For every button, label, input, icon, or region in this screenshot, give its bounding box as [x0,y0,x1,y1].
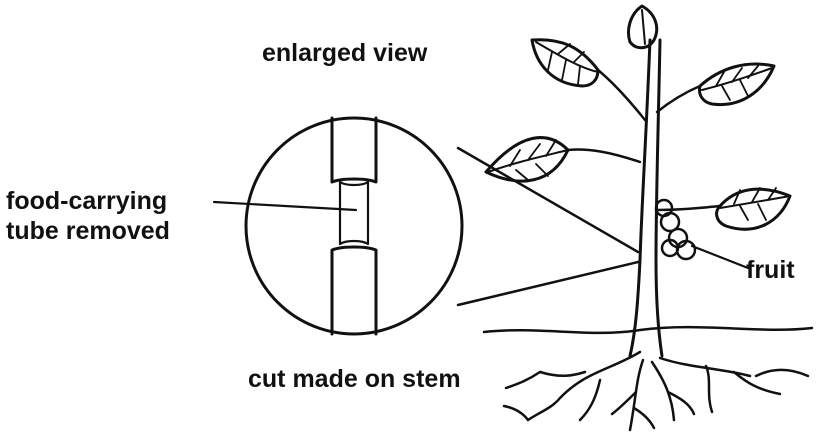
plant-stem [630,40,662,356]
branch-upper-right [657,86,700,112]
label-food-carrying-tube: food-carrying tube removed [6,186,170,246]
roots [504,352,808,430]
fruit-pointer-line [692,246,748,268]
label-food-tube-line2: tube removed [6,216,170,246]
soil-line [484,327,812,333]
label-enlarged-view: enlarged view [262,38,427,68]
leaf-left [486,138,568,181]
leaf-right [717,188,790,229]
branch-upper-left [598,70,645,120]
leaf-upper-right [700,64,775,105]
label-food-tube-line1: food-carrying [6,186,170,216]
branch-right [656,206,720,210]
label-fruit: fruit [746,255,795,285]
enlarged-view-circle [246,118,462,334]
leaf-upper-left [532,40,598,86]
label-cut-made-on-stem: cut made on stem [248,364,461,394]
branch-left [568,150,640,163]
leaf-top [629,6,657,48]
